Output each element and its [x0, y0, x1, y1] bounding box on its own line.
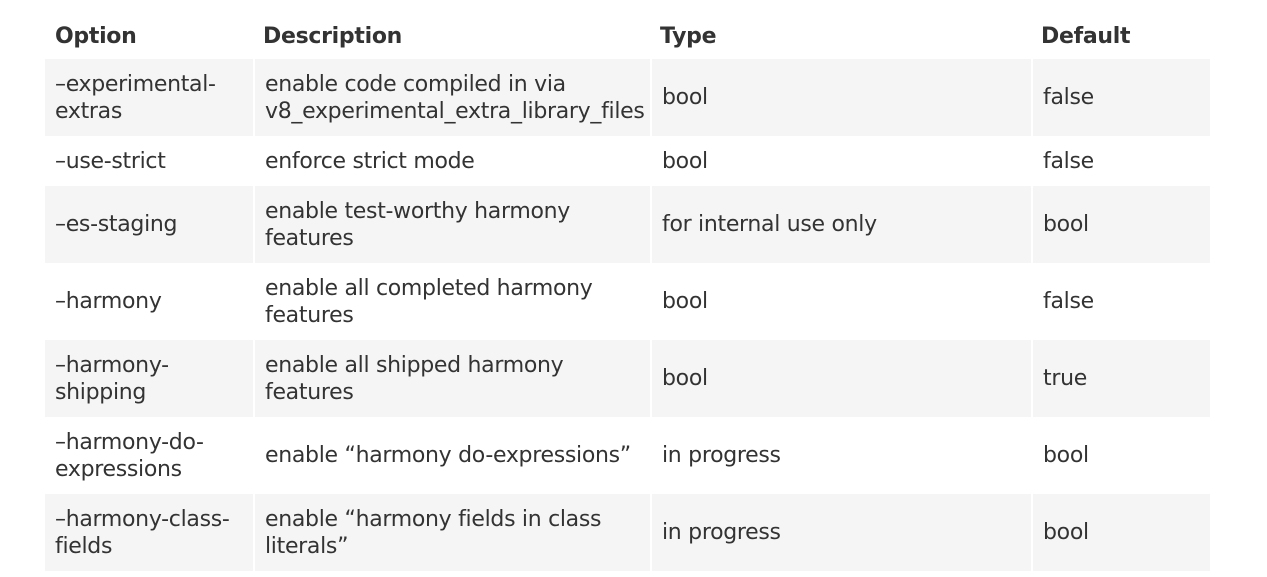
- cell-description: enforce strict mode: [253, 136, 650, 186]
- cell-description: enable all completed harmony features: [253, 263, 650, 340]
- cell-option: –harmony-shipping: [45, 340, 253, 417]
- table-row: –harmony-shipping enable all shipped har…: [45, 340, 1210, 417]
- cell-default: false: [1031, 59, 1210, 136]
- cell-option: –experimental-extras: [45, 59, 253, 136]
- header-row: Option Description Type Default: [45, 13, 1210, 59]
- cell-default: bool: [1031, 186, 1210, 263]
- table-body: –experimental-extras enable code compile…: [45, 59, 1210, 571]
- options-table: Option Description Type Default –experim…: [45, 13, 1210, 571]
- cell-description: enable all shipped harmony features: [253, 340, 650, 417]
- header-default: Default: [1041, 23, 1131, 49]
- cell-type: bool: [650, 59, 1031, 136]
- cell-default: false: [1031, 263, 1210, 340]
- header-description: Description: [263, 23, 402, 49]
- cell-type: bool: [650, 136, 1031, 186]
- cell-default: false: [1031, 136, 1210, 186]
- table-row: –harmony enable all completed harmony fe…: [45, 263, 1210, 340]
- header-type: Type: [660, 23, 717, 49]
- table-header: Option Description Type Default: [45, 13, 1210, 59]
- cell-description: enable “harmony fields in class literals…: [253, 494, 650, 571]
- cell-default: true: [1031, 340, 1210, 417]
- cell-type: in progress: [650, 494, 1031, 571]
- cell-option: –harmony-do-expressions: [45, 417, 253, 494]
- cell-type: for internal use only: [650, 186, 1031, 263]
- table-row: –harmony-class-fields enable “harmony fi…: [45, 494, 1210, 571]
- cell-description: enable “harmony do-expressions”: [253, 417, 650, 494]
- cell-option: –harmony: [45, 263, 253, 340]
- cell-default: bool: [1031, 417, 1210, 494]
- cell-option: –harmony-class-fields: [45, 494, 253, 571]
- cell-type: bool: [650, 340, 1031, 417]
- cell-description: enable test-worthy harmony features: [253, 186, 650, 263]
- header-option: Option: [55, 23, 137, 49]
- cell-default: bool: [1031, 494, 1210, 571]
- table-row: –harmony-do-expressions enable “harmony …: [45, 417, 1210, 494]
- cell-option: –use-strict: [45, 136, 253, 186]
- cell-description: enable code compiled in via v8_experimen…: [253, 59, 650, 136]
- table-row: –use-strict enforce strict mode bool fal…: [45, 136, 1210, 186]
- cell-option: –es-staging: [45, 186, 253, 263]
- cell-type: in progress: [650, 417, 1031, 494]
- table-row: –es-staging enable test-worthy harmony f…: [45, 186, 1210, 263]
- table-row: –experimental-extras enable code compile…: [45, 59, 1210, 136]
- cell-type: bool: [650, 263, 1031, 340]
